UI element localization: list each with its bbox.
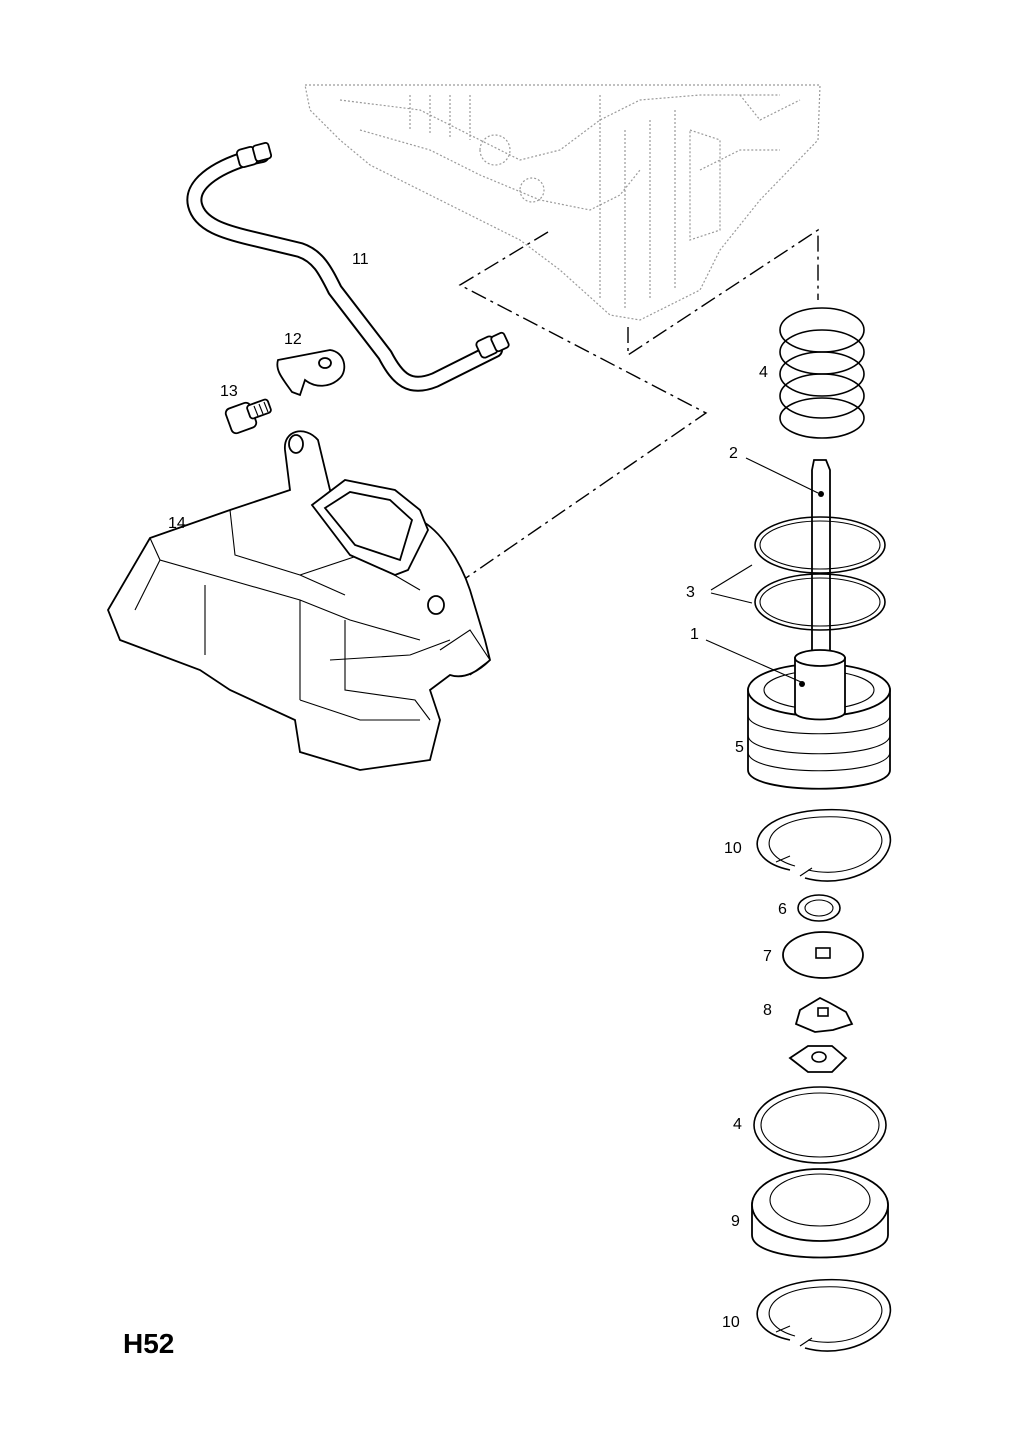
bolt-part-13 [224,398,272,435]
piston-part-1 [794,649,846,721]
callout-2: 2 [729,445,738,462]
callout-8: 8 [763,1002,772,1019]
nut [788,1045,848,1073]
spring-part-4 [779,307,865,439]
callout-10-lower: 10 [722,1314,740,1331]
callout-6: 6 [778,901,787,918]
lock-washer-part-8 [794,996,854,1033]
bracket-part-12 [276,349,346,397]
callout-5: 5 [735,739,744,756]
callouts: 1 2 3 4 4 5 6 7 8 9 10 10 11 12 13 14 [168,251,787,1331]
callout-14: 14 [168,515,186,532]
callout-1: 1 [690,626,699,643]
callout-3: 3 [686,584,695,601]
snap-ring-part-10-lower [756,1278,892,1352]
plate-part-7 [782,931,864,979]
snap-ring-part-10-upper [756,808,892,882]
washer-part-6 [797,894,841,922]
callout-11: 11 [352,251,369,268]
oil-pipe-part-11 [186,141,510,392]
o-ring-part-3 [754,516,886,631]
callout-7: 7 [763,948,772,965]
callout-4-upper: 4 [759,364,768,381]
o-ring-part-4 [753,1086,887,1164]
callout-4-lower: 4 [733,1116,742,1133]
callout-13: 13 [220,383,238,400]
callout-10-upper: 10 [724,840,742,857]
assembly-lines [458,228,819,581]
oil-pan-part-14 [107,430,491,771]
leader-lines [705,457,819,683]
cap-part-9 [751,1168,889,1259]
callout-12: 12 [284,331,302,348]
pin-part-2 [811,459,831,666]
callout-9: 9 [731,1213,740,1230]
diagram-code: H52 [123,1328,174,1359]
transmission-housing-outline [304,84,821,321]
